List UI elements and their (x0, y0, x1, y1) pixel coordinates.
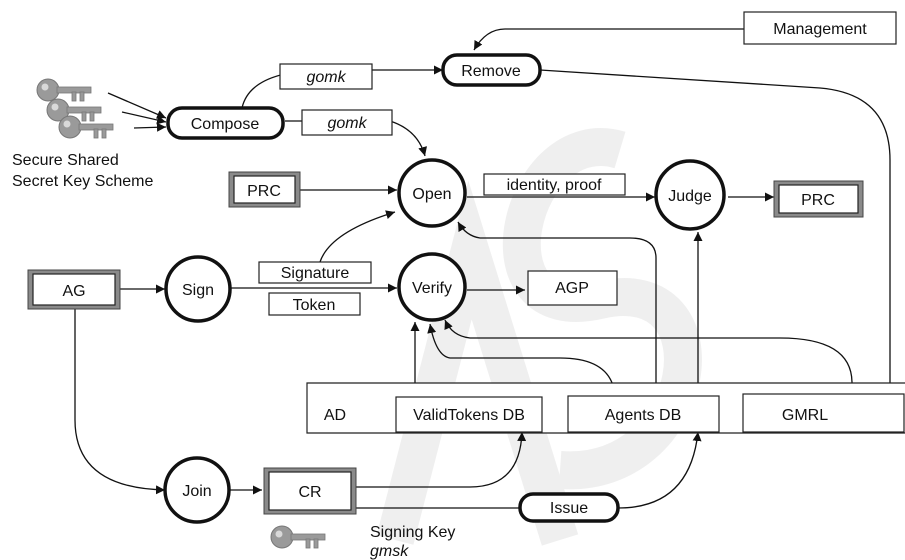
gmrl-box (742, 393, 905, 433)
edge-gmrl-verify (444, 319, 853, 384)
gmrl-label: GMRL (782, 407, 828, 424)
agp-label: AGP (555, 280, 589, 297)
validtokens-db-label: ValidTokens DB (413, 407, 525, 424)
ag-label: AG (62, 283, 85, 300)
agents-db-box (567, 395, 720, 433)
prc-right-label: PRC (801, 192, 835, 209)
ag-inner (32, 273, 116, 306)
open-process[interactable] (397, 158, 467, 228)
validtokens-db-box (395, 396, 543, 433)
token-box (268, 292, 361, 316)
prc-right-inner (778, 184, 859, 214)
verify-label: Verify (412, 280, 452, 297)
join-label: Join (182, 483, 211, 500)
sign-label: Sign (182, 282, 214, 299)
signature-box (258, 261, 372, 284)
prc-left-inner (233, 175, 296, 204)
agp-box (527, 270, 618, 306)
gomk-mid-label: gomk (327, 115, 367, 132)
edge-key1-compose (107, 92, 167, 119)
edge-issue-agentsdb (617, 431, 702, 509)
key-scheme-line1: Secure Shared (12, 152, 119, 169)
management-label: Management (773, 21, 867, 38)
sign-process[interactable] (164, 255, 232, 323)
open-label: Open (412, 186, 451, 203)
gomk-top-box (279, 63, 373, 90)
ad-label: AD (324, 407, 346, 424)
join-process[interactable] (163, 456, 231, 524)
judge-label: Judge (668, 188, 712, 205)
issue-label: Issue (550, 500, 588, 517)
edge-cr-validtokens (356, 431, 527, 488)
connections (74, 28, 895, 509)
prc-left-label: PRC (247, 183, 281, 200)
signing-key-label: Signing Key (370, 524, 455, 541)
edge-remove-gmrl (539, 69, 895, 393)
edge-key2-compose (121, 111, 167, 125)
signature-label: Signature (281, 265, 350, 282)
gomk-mid-box (301, 109, 393, 136)
gomk-top-label: gomk (306, 69, 346, 86)
identity-proof-label: identity, proof (507, 177, 602, 194)
judge-process[interactable] (654, 159, 726, 231)
edge-management-remove (473, 28, 744, 51)
management-box (743, 11, 897, 45)
cr-inner (268, 471, 352, 511)
remove-label: Remove (461, 63, 521, 80)
cr-label: CR (298, 484, 321, 501)
verify-process[interactable] (397, 252, 467, 322)
gmsk-label: gmsk (370, 543, 409, 560)
identity-proof-box (483, 173, 626, 196)
issue-process[interactable] (518, 492, 620, 523)
compose-process[interactable] (166, 106, 285, 140)
agents-db-label: Agents DB (605, 407, 681, 424)
token-label: Token (293, 297, 336, 314)
edge-agentsdb-verify (427, 323, 616, 397)
remove-process[interactable] (441, 53, 542, 87)
edge-sign-open (319, 210, 396, 263)
compose-label: Compose (191, 116, 260, 133)
edge-agentsdb-open (457, 221, 657, 396)
edge-key3-compose (133, 122, 167, 132)
key-scheme-line2: Secret Key Scheme (12, 173, 154, 190)
edge-ag-join (74, 309, 166, 495)
